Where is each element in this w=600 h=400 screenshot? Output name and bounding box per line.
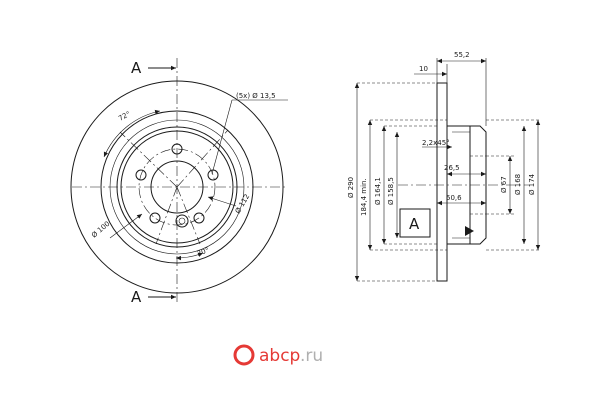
dim-26-5-label: 26,5 bbox=[444, 164, 460, 172]
hat-section-outline bbox=[447, 125, 487, 245]
angle-arc-20 bbox=[175, 252, 204, 261]
bolt-hole bbox=[149, 212, 161, 224]
front-view: A A 72° 20° (5x) Ø 13,5 bbox=[70, 58, 288, 306]
dia-100-label: Ø 100 bbox=[90, 220, 111, 240]
dim-184-4-label: 184,4 min. bbox=[360, 178, 368, 216]
dim-50-6-label: 50,6 bbox=[446, 194, 462, 202]
dia-67-label: Ø 67 bbox=[500, 176, 508, 193]
friction-ring-inner-edge bbox=[100, 110, 254, 264]
dia-158-5-label: Ø 158,5 bbox=[387, 177, 395, 205]
section-a-box bbox=[399, 208, 431, 238]
friction-ring-section bbox=[436, 82, 448, 282]
dia-174-label: Ø 174 bbox=[528, 173, 536, 195]
dia-164-1-label: Ø 164,1 bbox=[374, 177, 382, 205]
bolt-hole bbox=[193, 212, 205, 224]
section-label-bottom: A bbox=[131, 288, 142, 306]
radial-line bbox=[155, 186, 178, 245]
hole-spec-leader bbox=[211, 99, 233, 175]
bolt-hole bbox=[135, 169, 147, 181]
dia-100-line bbox=[109, 213, 143, 239]
locating-hole bbox=[175, 214, 189, 228]
disc-outer-edge bbox=[70, 80, 284, 294]
side-view: 55,2 10 2,2x45° 26,5 50,6 Ø 290 184,4 mi… bbox=[347, 51, 541, 282]
bolt-hole bbox=[207, 169, 219, 181]
watermark: abcp .ru bbox=[233, 344, 323, 366]
chamfer-label: 2,2x45° bbox=[422, 139, 450, 147]
dim-55-2-label: 55,2 bbox=[454, 51, 470, 59]
dia-290-label: Ø 290 bbox=[347, 177, 355, 198]
section-a-box-label: A bbox=[409, 215, 420, 233]
angle-20-label: 20° bbox=[196, 246, 210, 258]
locating-hole-inner bbox=[178, 217, 186, 225]
hole-spec-label: (5x) Ø 13,5 bbox=[236, 92, 276, 100]
angle-arc-72 bbox=[103, 109, 161, 158]
watermark-brand: abcp bbox=[259, 346, 300, 366]
radial-line bbox=[176, 129, 229, 188]
dia-168-label: Ø 168 bbox=[514, 174, 522, 195]
datum-triangle bbox=[465, 226, 474, 236]
hat-shoulder-ring bbox=[116, 126, 238, 248]
hat-inner-ring bbox=[120, 130, 234, 244]
dim-10-label: 10 bbox=[419, 65, 428, 73]
radial-line bbox=[119, 131, 178, 188]
angle-72-label: 72° bbox=[117, 110, 132, 123]
dia-112-line bbox=[207, 196, 237, 207]
watermark-logo-icon bbox=[233, 344, 255, 366]
center-bore bbox=[150, 160, 204, 214]
watermark-domain: .ru bbox=[300, 346, 323, 366]
bolt-hole bbox=[171, 143, 183, 155]
section-label-top: A bbox=[131, 59, 142, 77]
